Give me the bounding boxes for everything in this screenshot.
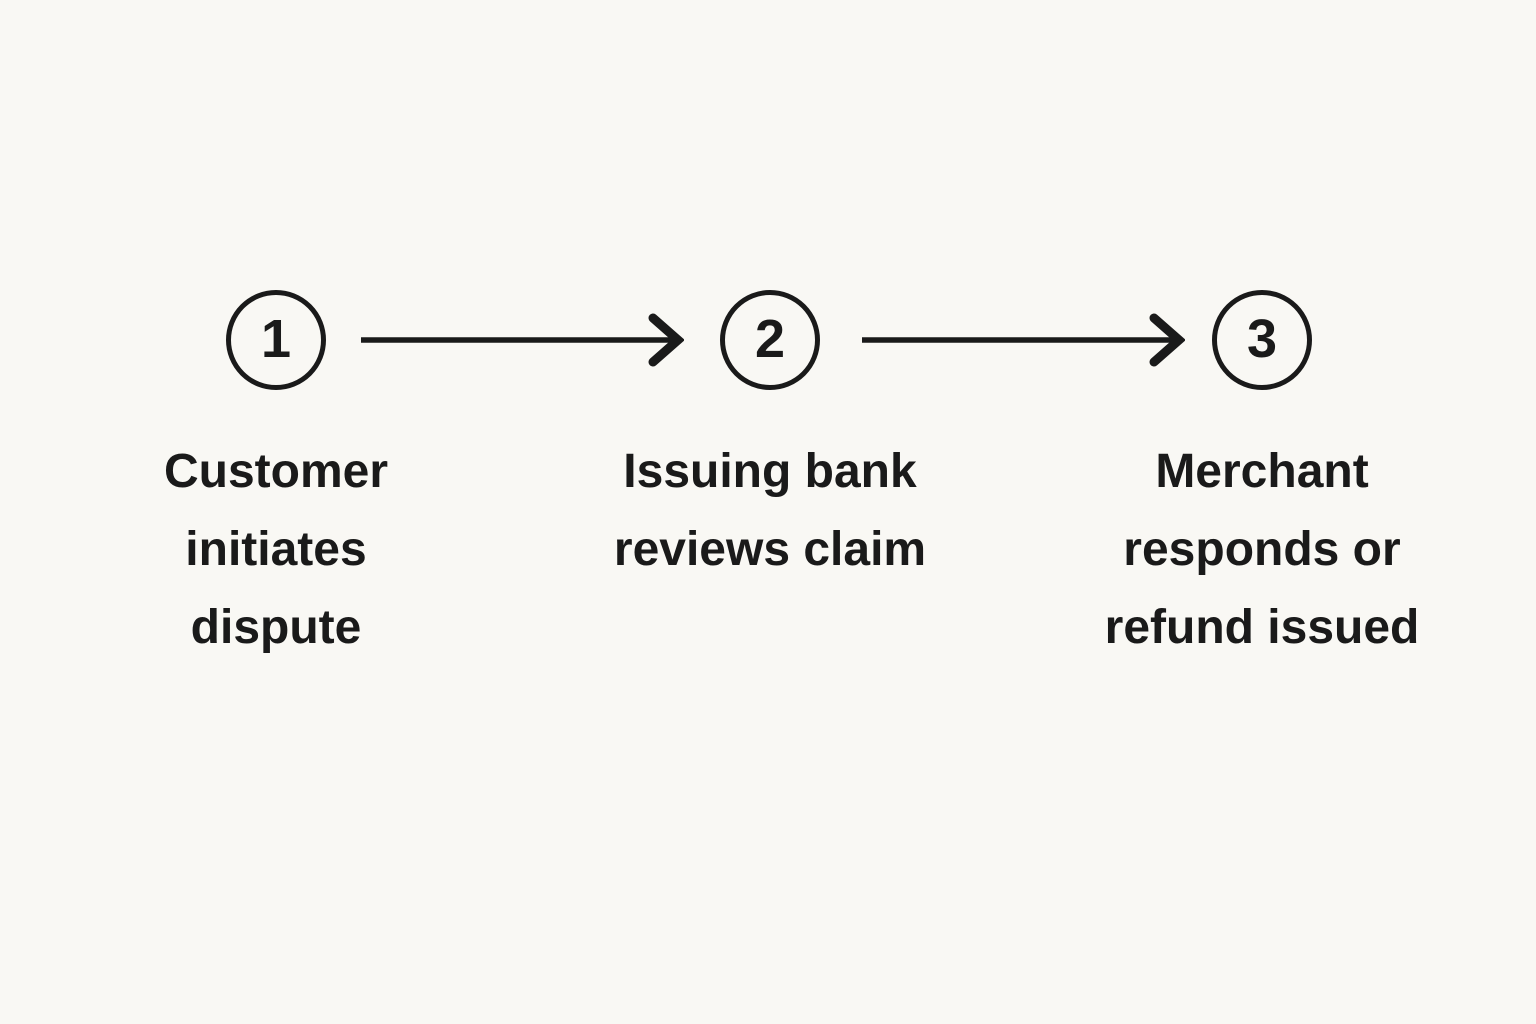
step-1-label-line: Customer	[163, 445, 389, 498]
step-1-label-line: dispute	[190, 601, 362, 654]
step-1-number-badge: 1	[226, 290, 326, 390]
step-3-label-line: refund issued	[1104, 601, 1420, 654]
step-2-label-line: Issuing bank	[623, 445, 917, 498]
step-3-number: 3	[1246, 309, 1278, 369]
step-3-label-line: responds or	[1123, 523, 1401, 576]
step-1-label-line: initiates	[185, 523, 367, 576]
step-1-number: 1	[260, 309, 292, 369]
step-2-label-line: reviews claim	[613, 523, 927, 576]
step-3-label: Merchant responds or refund issued	[1042, 433, 1482, 667]
step-2-label: Issuing bank reviews claim	[550, 433, 990, 589]
step-3-number-badge: 3	[1212, 290, 1312, 390]
arrow-1-2-icon	[361, 313, 684, 367]
arrow-2-3-icon	[862, 313, 1185, 367]
step-2-number: 2	[754, 309, 786, 369]
step-2-number-badge: 2	[720, 290, 820, 390]
step-1-label: Customer initiates dispute	[56, 433, 496, 667]
step-3-label-line: Merchant	[1155, 445, 1369, 498]
